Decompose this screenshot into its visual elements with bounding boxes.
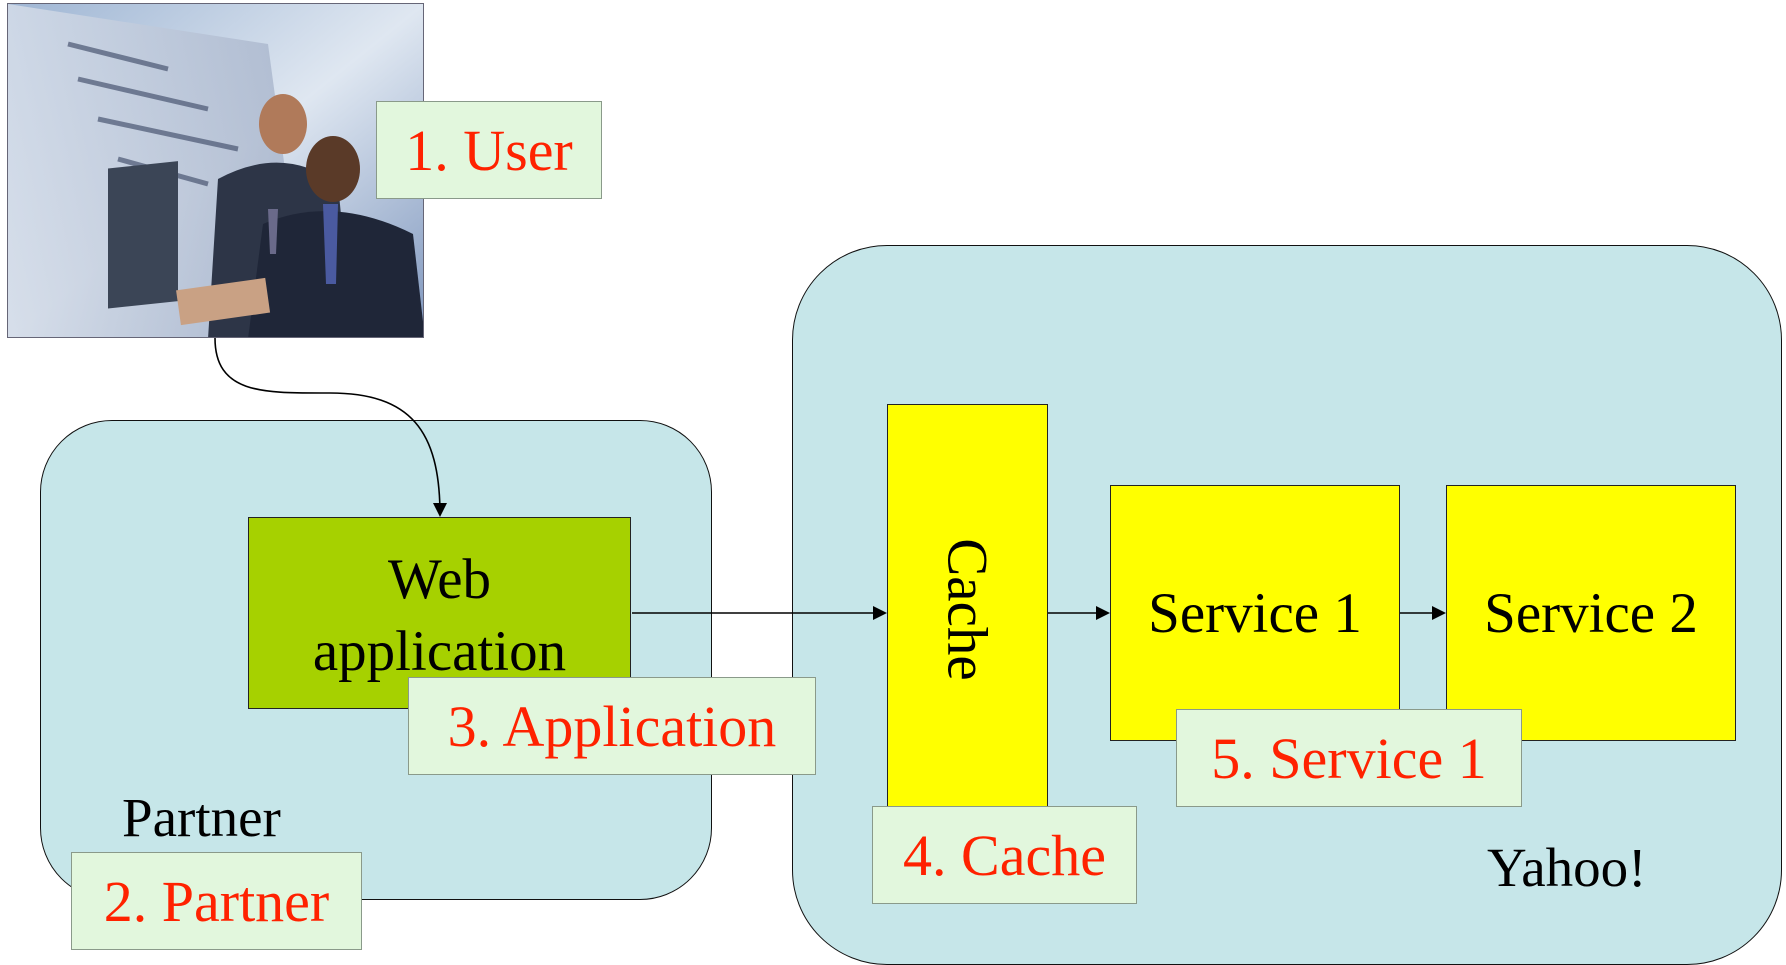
web-application-label-line2: application bbox=[312, 620, 567, 683]
callout-partner: 2. Partner bbox=[71, 852, 362, 950]
callout-application: 3. Application bbox=[408, 677, 816, 775]
service1-box: Service 1 bbox=[1110, 485, 1400, 741]
service2-box: Service 2 bbox=[1446, 485, 1736, 741]
web-application-label-line1: Web bbox=[387, 548, 492, 611]
business-people-photo-icon bbox=[8, 4, 423, 337]
cache-box: Cache bbox=[887, 404, 1048, 814]
yahoo-region-label: Yahoo! bbox=[1487, 837, 1647, 898]
callout-user: 1. User bbox=[376, 101, 602, 199]
service1-label: Service 1 bbox=[1148, 581, 1362, 645]
service2-label: Service 2 bbox=[1484, 581, 1698, 645]
user-photo bbox=[7, 3, 424, 338]
cache-label: Cache bbox=[935, 537, 999, 681]
callout-cache: 4. Cache bbox=[872, 806, 1137, 904]
partner-region-label: Partner bbox=[122, 787, 281, 848]
callout-service: 5. Service 1 bbox=[1176, 709, 1522, 807]
